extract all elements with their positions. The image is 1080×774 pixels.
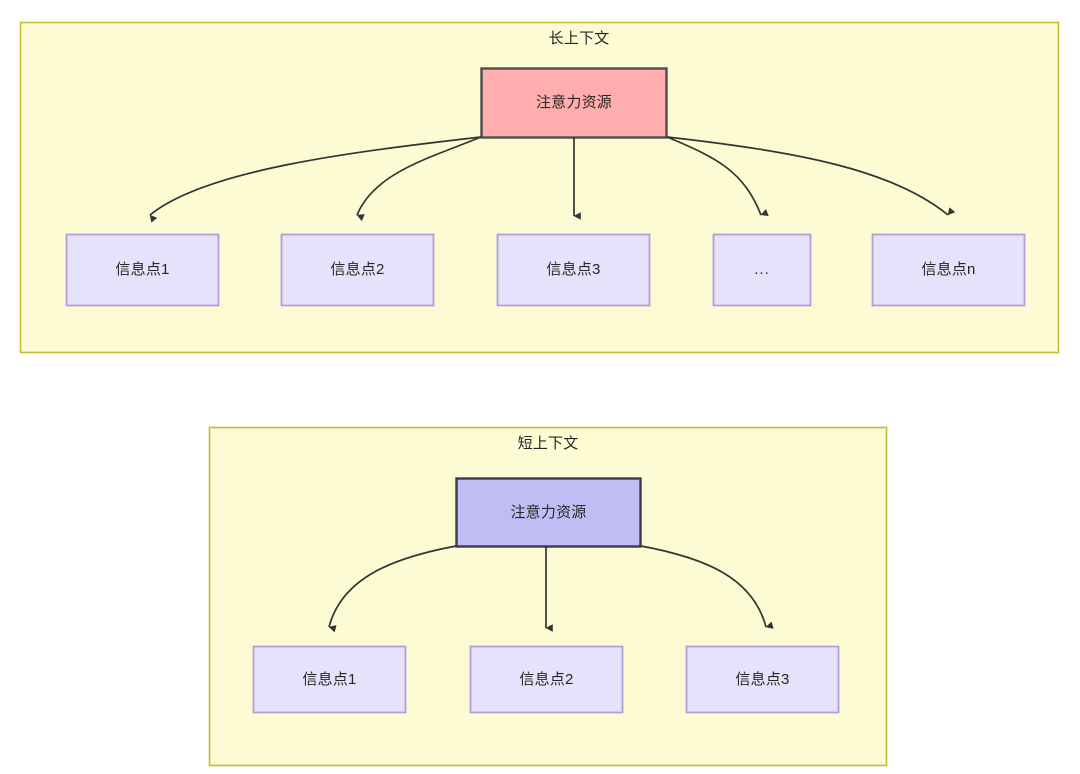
node-info-s2[interactable] <box>469 645 624 714</box>
edge-attention-long-to-info-ellipsis <box>666 136 769 217</box>
node-info-s3[interactable] <box>685 645 840 714</box>
node-attention-short[interactable] <box>455 477 642 548</box>
node-label-attention-long: 注意力资源 <box>535 94 612 111</box>
node-info-1[interactable] <box>65 233 220 307</box>
node-label-attention-short: 注意力资源 <box>510 503 587 521</box>
edge-attention-long-to-info-2 <box>356 136 482 222</box>
node-info-s1[interactable] <box>252 645 407 714</box>
node-info-ellipsis[interactable] <box>712 233 812 307</box>
node-label-info-s1: 信息点1 <box>302 670 357 688</box>
group-title-long-context: 长上下文 <box>548 30 610 47</box>
edge-attention-short-to-info-s1 <box>328 545 457 633</box>
node-label-info-2: 信息点2 <box>330 261 385 278</box>
node-label-info-ellipsis: ... <box>754 261 770 278</box>
edge-attention-long-to-info-1 <box>149 136 482 223</box>
node-label-info-s3: 信息点3 <box>735 670 790 688</box>
edge-attention-long-to-info-n <box>666 136 956 216</box>
group-title-short-context: 短上下文 <box>517 435 579 452</box>
node-info-2[interactable] <box>280 233 435 307</box>
node-label-info-s2: 信息点2 <box>519 670 574 688</box>
node-label-info-1: 信息点1 <box>115 261 170 278</box>
node-label-info-n: 信息点n <box>921 261 976 278</box>
edge-attention-short-to-info-s3 <box>640 545 774 629</box>
node-info-n[interactable] <box>871 233 1026 307</box>
node-info-3[interactable] <box>496 233 651 307</box>
node-label-info-3: 信息点3 <box>546 261 601 278</box>
node-attention-long[interactable] <box>480 67 668 139</box>
